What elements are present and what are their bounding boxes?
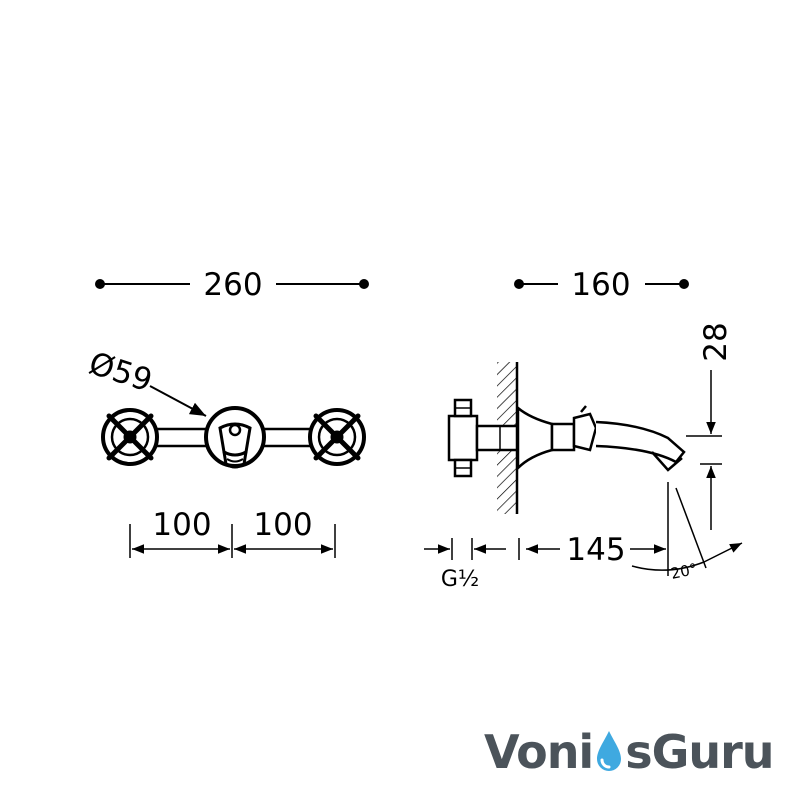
front-view-tap [101,406,366,469]
knob-diameter-label: Ø59 [85,345,157,399]
logo-text-start: Voni [484,725,594,779]
spacing-dimensions [129,524,336,558]
center-spout [204,406,266,469]
height-offset-dimension [686,370,722,530]
side-view-tap [447,362,686,514]
side-depth-label: 160 [571,267,630,303]
water-drop-icon [597,731,622,771]
front-width-label: 260 [203,267,262,303]
height-offset-label: 28 [698,322,734,361]
knob-diameter-dimension: Ø59 [85,345,207,417]
right-handle [308,408,366,466]
front-width-dimension: 260 [95,267,369,303]
side-depth-dimension: 160 [514,267,689,303]
spout-reach-label: 145 [566,532,625,568]
spacing-left-label: 100 [152,507,211,543]
reach-dimension [424,482,669,576]
thread-label: G½ [441,567,479,592]
voniosguru-logo: Voni sGuru [484,724,784,780]
left-handle [101,408,159,466]
angle-label: 20° [669,560,699,583]
logo-text-end: sGuru [625,725,774,779]
spacing-right-label: 100 [253,507,312,543]
angle-dimension [631,487,743,571]
